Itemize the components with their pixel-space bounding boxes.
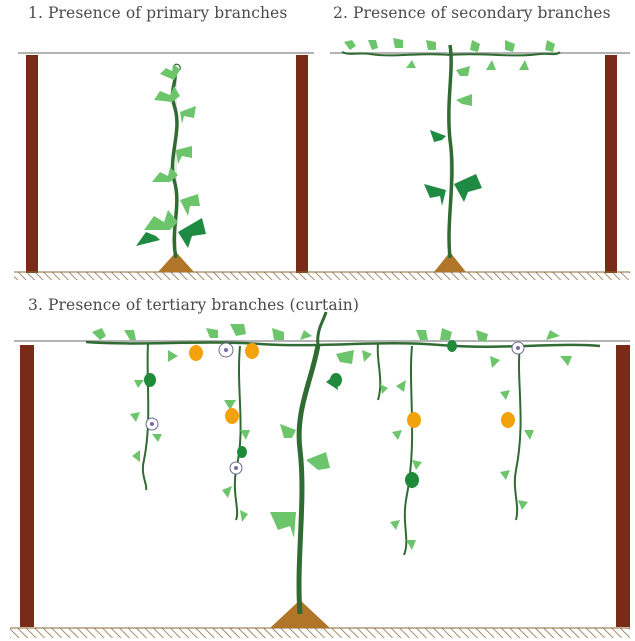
leaf bbox=[500, 390, 510, 400]
leaf bbox=[168, 350, 178, 362]
panel-1 bbox=[14, 53, 316, 280]
leaf bbox=[130, 412, 140, 422]
fruit-yellow bbox=[189, 345, 203, 361]
leaf bbox=[144, 210, 178, 230]
panel-3-main-stem bbox=[299, 345, 318, 614]
leaf bbox=[500, 470, 510, 480]
panel-3-right-post bbox=[616, 345, 630, 627]
leaf bbox=[180, 106, 196, 124]
fruit-green bbox=[237, 446, 247, 458]
leaf bbox=[300, 330, 312, 340]
leaf bbox=[524, 430, 534, 440]
leaf bbox=[519, 60, 529, 70]
leaf bbox=[456, 94, 472, 106]
leaf bbox=[230, 324, 246, 336]
leaf bbox=[426, 40, 436, 50]
leaf bbox=[344, 40, 356, 50]
leaf bbox=[390, 520, 400, 530]
panel-3 bbox=[10, 312, 630, 638]
leaf bbox=[280, 424, 296, 438]
leaf bbox=[152, 434, 162, 442]
panel-1-ground bbox=[14, 272, 316, 280]
leaf bbox=[406, 540, 416, 550]
fruit-green bbox=[405, 472, 419, 488]
leaf bbox=[160, 64, 180, 80]
tertiary-branch bbox=[515, 346, 521, 520]
panel-3-flowers bbox=[146, 342, 524, 474]
leaf bbox=[546, 330, 560, 340]
leaf bbox=[240, 510, 248, 522]
leaf bbox=[306, 452, 330, 470]
panel-3-left-post bbox=[20, 345, 34, 627]
leaf bbox=[430, 130, 446, 142]
leaf bbox=[396, 380, 406, 392]
panel-2-main-stem bbox=[449, 45, 452, 258]
leaf bbox=[336, 350, 354, 364]
leaf bbox=[490, 356, 500, 368]
leaf bbox=[180, 194, 200, 216]
leaf bbox=[424, 184, 446, 206]
leaf bbox=[440, 328, 452, 340]
leaf bbox=[412, 460, 422, 470]
leaf bbox=[222, 486, 232, 498]
leaf bbox=[134, 380, 144, 388]
fruit-green bbox=[330, 373, 342, 387]
leaf bbox=[272, 328, 284, 340]
leaf bbox=[368, 40, 378, 50]
fruit-yellow bbox=[407, 412, 421, 428]
leaf bbox=[136, 232, 160, 246]
leaf bbox=[518, 500, 528, 510]
fruit-green bbox=[144, 373, 156, 387]
tertiary-branch bbox=[235, 346, 241, 520]
panel-3-leaves bbox=[92, 324, 572, 550]
panel-3-fruits bbox=[144, 340, 515, 488]
leaf bbox=[406, 60, 416, 68]
tertiary-branch bbox=[378, 344, 381, 400]
leaf bbox=[470, 40, 480, 52]
leaf bbox=[380, 384, 388, 394]
leaf bbox=[393, 38, 403, 48]
leaf bbox=[178, 218, 206, 248]
tertiary-branch bbox=[143, 344, 148, 490]
fruit-yellow bbox=[225, 408, 239, 424]
leaf bbox=[505, 40, 515, 52]
leaf bbox=[240, 430, 250, 440]
leaf bbox=[392, 430, 402, 440]
leaf bbox=[476, 330, 488, 342]
leaf bbox=[456, 66, 470, 76]
panel-2-right-post bbox=[605, 55, 617, 273]
leaf bbox=[92, 328, 106, 340]
leaf bbox=[560, 356, 572, 366]
leaf bbox=[454, 174, 482, 202]
panel-1-leaves bbox=[136, 64, 206, 248]
tertiary-branch bbox=[404, 346, 412, 555]
panel-1-right-post bbox=[296, 55, 308, 273]
leaf bbox=[486, 60, 496, 70]
fruit-yellow bbox=[501, 412, 515, 428]
panel-3-ground bbox=[10, 628, 630, 638]
leaf bbox=[132, 450, 140, 462]
leaf bbox=[206, 328, 218, 338]
leaf bbox=[176, 146, 192, 164]
leaf bbox=[545, 40, 555, 52]
fruit-yellow bbox=[245, 343, 259, 359]
leaf bbox=[416, 330, 428, 340]
panel-2-ground bbox=[316, 272, 630, 280]
leaf bbox=[270, 512, 296, 538]
leaf bbox=[362, 350, 372, 362]
fruit-green bbox=[447, 340, 457, 352]
panel-1-left-post bbox=[26, 55, 38, 273]
leaf bbox=[124, 330, 136, 340]
panel-2 bbox=[316, 38, 630, 280]
